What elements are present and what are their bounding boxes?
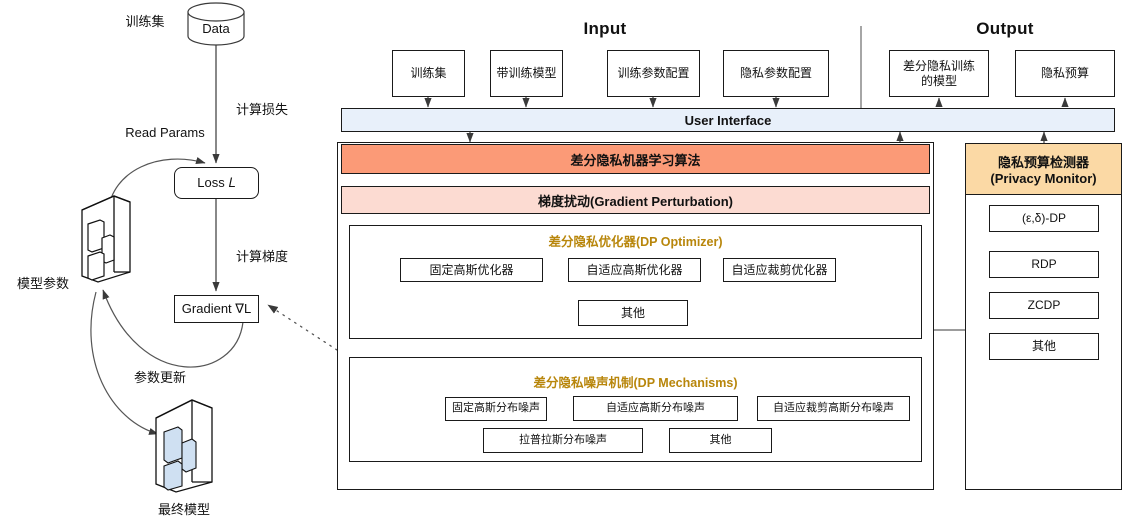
- input-box-pretrained-model[interactable]: 带训练模型: [490, 50, 563, 97]
- dp-optimizer-title: 差分隐私优化器(DP Optimizer): [548, 234, 723, 249]
- output-box-dp-trained-model[interactable]: 差分隐私训练 的模型: [889, 50, 989, 97]
- final-model-server-icon: [148, 390, 220, 494]
- model-params-server-icon: [74, 186, 134, 286]
- privacy-monitor-title-cn: 隐私预算检测器: [997, 155, 1089, 170]
- compute-loss-label: 计算损失: [235, 101, 288, 117]
- monitor-item-eps-delta-dp[interactable]: (ε,δ)-DP: [989, 205, 1099, 232]
- mechanism-adaptive-gaussian-noise[interactable]: 自适应高斯分布噪声: [573, 396, 738, 421]
- monitor-item-other[interactable]: 其他: [989, 333, 1099, 360]
- user-interface-bar[interactable]: User Interface: [341, 108, 1115, 132]
- dp-mechanisms-title: 差分隐私噪声机制(DP Mechanisms): [533, 375, 738, 390]
- optimizer-adaptive-gaussian[interactable]: 自适应高斯优化器: [568, 258, 701, 282]
- dp-algorithm-title-bar: 差分隐私机器学习算法: [341, 144, 930, 174]
- mechanism-other[interactable]: 其他: [669, 428, 772, 453]
- gradient-node: Gradient ∇L: [174, 295, 259, 323]
- privacy-monitor-title-en: (Privacy Monitor): [990, 171, 1097, 186]
- monitor-item-rdp[interactable]: RDP: [989, 251, 1099, 278]
- model-params-label: 模型参数: [16, 275, 69, 291]
- privacy-monitor-header: 隐私预算检测器 (Privacy Monitor): [965, 143, 1122, 195]
- optimizer-adaptive-clipping[interactable]: 自适应裁剪优化器: [723, 258, 836, 282]
- loss-node: Loss 𝐿: [174, 167, 259, 199]
- input-box-privacy-params[interactable]: 隐私参数配置: [723, 50, 829, 97]
- mechanism-fixed-gaussian-noise[interactable]: 固定高斯分布噪声: [445, 397, 547, 421]
- data-cylinder: Data: [186, 2, 246, 46]
- data-cylinder-label: Data: [202, 20, 230, 36]
- mechanism-adaptive-clipping-gaussian-noise[interactable]: 自适应裁剪高斯分布噪声: [757, 396, 910, 421]
- gradient-perturbation-title-bar: 梯度扰动(Gradient Perturbation): [341, 186, 930, 214]
- input-box-training-set[interactable]: 训练集: [392, 50, 465, 97]
- final-model-label: 最终模型: [157, 501, 210, 517]
- input-box-training-params[interactable]: 训练参数配置: [607, 50, 700, 97]
- output-section-title: Output: [976, 19, 1034, 38]
- read-params-label: Read Params: [125, 124, 205, 140]
- compute-gradient-label: 计算梯度: [235, 248, 288, 264]
- monitor-item-zcdp[interactable]: ZCDP: [989, 292, 1099, 319]
- mechanism-laplace-noise[interactable]: 拉普拉斯分布噪声: [483, 428, 643, 453]
- optimizer-other[interactable]: 其他: [578, 300, 688, 326]
- input-section-title: Input: [583, 19, 627, 38]
- dataset-label: 训练集: [125, 13, 165, 29]
- optimizer-fixed-gaussian[interactable]: 固定高斯优化器: [400, 258, 543, 282]
- param-update-label: 参数更新: [133, 369, 186, 385]
- output-box-privacy-budget[interactable]: 隐私预算: [1015, 50, 1115, 97]
